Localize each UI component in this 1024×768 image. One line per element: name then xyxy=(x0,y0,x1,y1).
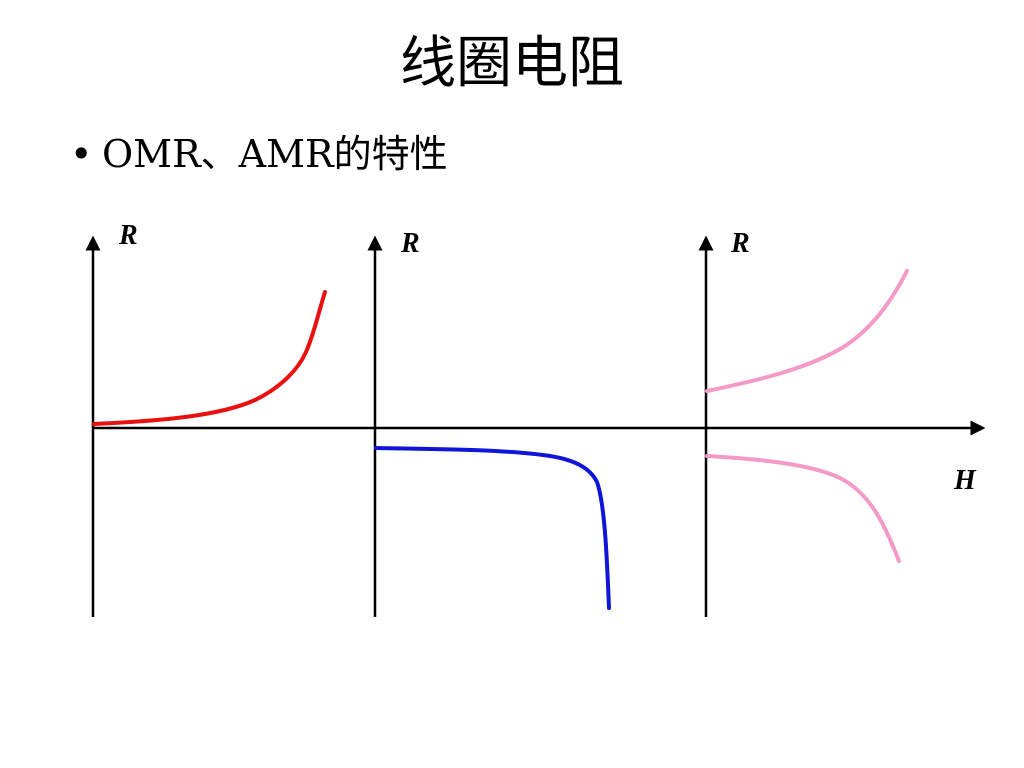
bullet-dot: • xyxy=(70,132,93,176)
pink-curve-upper xyxy=(705,269,909,393)
bullet-item: •OMR、AMR的特性 xyxy=(70,128,448,180)
h-axis-label: H xyxy=(953,465,977,496)
slide-title: 线圈电阻 xyxy=(400,31,624,96)
r-axis-label-2: R xyxy=(400,228,420,259)
r-axis-label-1: R xyxy=(118,220,138,251)
amr-curve xyxy=(374,446,611,610)
bullet-text: OMR、AMR的特性 xyxy=(102,132,448,176)
pink-curve-lower xyxy=(705,454,901,563)
r-axis-label-3: R xyxy=(730,228,750,259)
omr-curve xyxy=(92,290,327,426)
